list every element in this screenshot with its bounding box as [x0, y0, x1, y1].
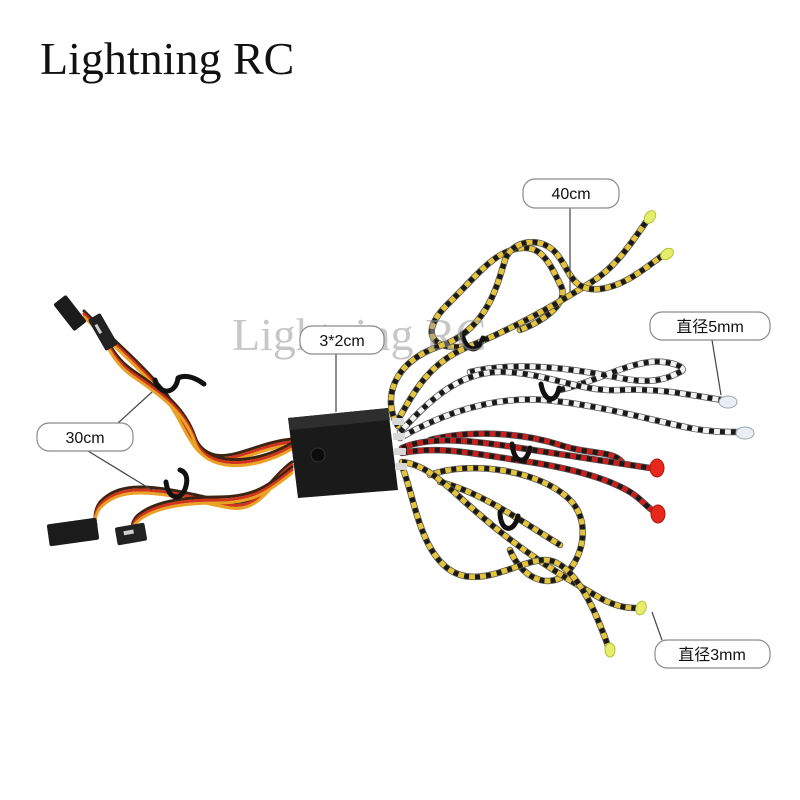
led-red	[649, 458, 666, 524]
callout-led-wire-length-label: 40cm	[551, 186, 590, 203]
led-yellow-top	[643, 210, 674, 261]
callout-led-diameter-small-label: 直径3mm	[678, 646, 746, 664]
led-yellow-3mm	[604, 600, 647, 658]
callout-led-diameter-large-label: 直径5mm	[676, 318, 744, 336]
led-clear-5mm	[718, 395, 755, 440]
brand-title: Lightning RC	[40, 33, 295, 84]
callout-controller-size: 3*2cm	[299, 325, 385, 412]
servo-connector-upper	[54, 295, 118, 351]
callout-servo-wire-length-label: 30cm	[65, 430, 104, 447]
servo-connector-lower	[46, 517, 148, 547]
controller-pins	[392, 418, 407, 470]
callout-controller-size-label: 3*2cm	[319, 333, 364, 350]
callout-led-diameter-small: 直径3mm	[651, 611, 771, 669]
callout-led-diameter-large: 直径5mm	[649, 311, 771, 396]
cable-ties	[152, 331, 562, 531]
callout-servo-wire-length: 30cm	[36, 391, 153, 491]
callout-led-wire-length: 40cm	[522, 178, 620, 292]
controller-module	[288, 408, 407, 498]
